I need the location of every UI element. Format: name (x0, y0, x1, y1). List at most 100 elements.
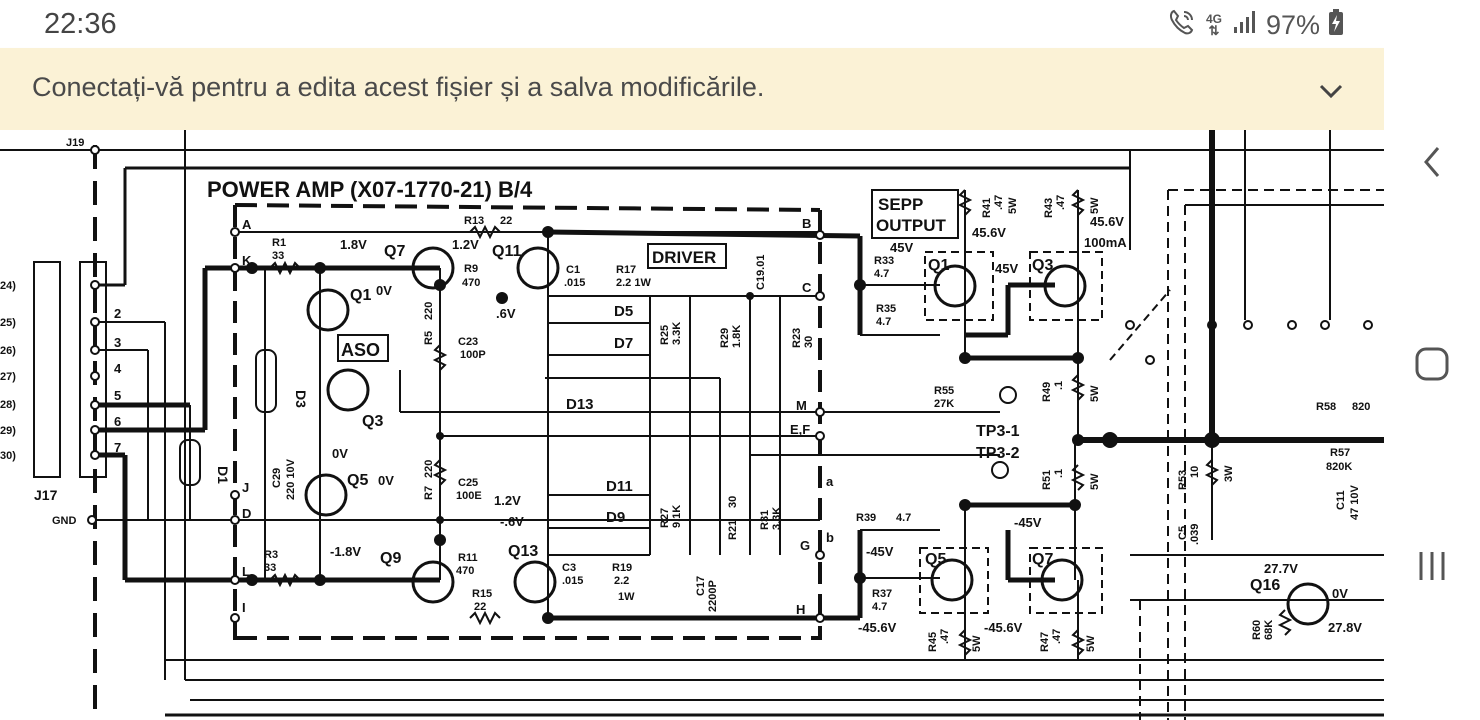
test-point-label: TP3-2 (976, 445, 1020, 462)
component-label: R3 (264, 549, 278, 561)
pin-label: 28) (0, 399, 16, 411)
component-label: 100P (460, 349, 486, 361)
component-label: 5W (1085, 635, 1097, 652)
block-output: OUTPUT (876, 216, 947, 235)
component-label: C5 (1177, 526, 1189, 540)
network-4g-icon: 4G ⇅ (1205, 12, 1222, 38)
component-label: R41 (981, 198, 993, 218)
voltage-label: 45V (995, 261, 1018, 276)
component-label: D5 (614, 303, 633, 320)
component-label: 3.3K (771, 507, 783, 530)
pin-label: 27) (0, 371, 16, 383)
back-icon[interactable] (1408, 138, 1456, 186)
node-label: J (242, 480, 249, 495)
component-label: 30 (803, 336, 815, 348)
component-label: .47 (1051, 629, 1063, 644)
recents-icon[interactable] (1408, 542, 1456, 590)
component-label: C23 (458, 336, 478, 348)
node-label: I (242, 600, 246, 615)
transistor-label: Q1 (350, 287, 371, 304)
component-label: C25 (458, 477, 478, 489)
component-label: R33 (874, 255, 894, 267)
component-label: R25 (659, 325, 671, 345)
schematic-title: POWER AMP (X07-1770-21) B/4 (207, 177, 533, 202)
chevron-down-icon[interactable] (1316, 76, 1346, 106)
pin-number: 7 (114, 440, 121, 455)
component-label: R31 (759, 510, 771, 530)
component-label: C17 (695, 576, 707, 596)
transistor-label: Q7 (1032, 551, 1053, 568)
voltage-label: 0V (332, 446, 348, 461)
voltage-label: 100mA (1084, 235, 1127, 250)
document-viewer[interactable]: POWER AMP (X07-1770-21) B/4 SEPP OUTPUT … (0, 130, 1384, 720)
node-label: L (242, 564, 250, 579)
component-label: R37 (872, 588, 892, 600)
node-label: D (242, 506, 251, 521)
node-label: C (802, 280, 812, 295)
component-label: R35 (876, 303, 896, 315)
component-label: D9 (606, 509, 625, 526)
component-label: .47 (993, 195, 1005, 210)
voltage-label: 27.7V (1264, 561, 1298, 576)
pin-label: 29) (0, 425, 16, 437)
pin-label: 30) (0, 450, 16, 462)
component-label: R60 (1251, 620, 1263, 640)
transistor-label: Q16 (1250, 577, 1280, 594)
component-label: 68K (1263, 620, 1275, 640)
node-label: K (242, 253, 252, 268)
component-label: R29 (719, 328, 731, 348)
component-label: R51 (1041, 470, 1053, 490)
component-label: R55 (934, 385, 954, 397)
component-label: 470 (456, 565, 474, 577)
component-label: 4.7 (876, 316, 891, 328)
connector-j17: J17 (34, 487, 58, 503)
component-label: 33 (272, 250, 284, 262)
transistor-label: Q3 (1032, 257, 1053, 274)
component-label: R11 (458, 552, 478, 564)
node-label: E,F (790, 422, 810, 437)
component-label: .47 (1055, 195, 1067, 210)
component-label: R57 (1330, 447, 1350, 459)
transistor-label: Q1 (928, 257, 949, 274)
pin-number: 4 (114, 361, 122, 376)
component-label: 220 (423, 302, 435, 320)
transistor-label: Q7 (384, 243, 405, 260)
component-label: 100E (456, 490, 482, 502)
pin-number: 3 (114, 335, 121, 350)
banner-message: Conectați-vă pentru a edita acest fișier… (32, 72, 765, 102)
component-label: R9 (464, 263, 478, 275)
transistor-label: Q5 (925, 551, 946, 568)
component-label: R53 (1177, 470, 1189, 490)
pin-number: 6 (114, 414, 121, 429)
component-label: R1 (272, 237, 286, 249)
voltage-label: -45V (866, 544, 894, 559)
pin-label: 26) (0, 345, 16, 357)
component-label: R5 (423, 331, 435, 345)
component-label: D3 (293, 390, 309, 408)
component-label: C3 (562, 562, 576, 574)
node-label: B (802, 216, 811, 231)
component-label: C1 (566, 264, 580, 276)
component-label: 10 (1189, 466, 1201, 478)
component-label: 30 (727, 496, 739, 508)
sign-in-banner[interactable]: Conectați-vă pentru a edita acest fișier… (0, 48, 1384, 130)
block-sepp: SEPP (878, 195, 923, 214)
status-icons: 4G ⇅ 97% (1168, 8, 1344, 42)
component-label: 820 (1352, 401, 1370, 413)
component-label: R47 (1039, 632, 1051, 652)
component-label: 1.8K (731, 325, 743, 348)
component-label: R15 (472, 588, 492, 600)
battery-percent: 97% (1265, 9, 1320, 40)
voltage-label: 0V (1332, 586, 1348, 601)
component-label: .015 (562, 575, 583, 587)
component-label: 47 10V (1349, 484, 1361, 520)
voltage-label: 0V (378, 473, 394, 488)
transistor-label: Q13 (508, 543, 538, 560)
navigation-bar (1384, 0, 1480, 720)
component-label: C19.01 (755, 255, 767, 290)
component-label: D11 (606, 478, 633, 495)
transistor-label: Q11 (492, 243, 521, 260)
component-label: 3.3K (671, 322, 683, 345)
home-icon[interactable] (1408, 340, 1456, 388)
voltage-label: 45.6V (1090, 214, 1124, 229)
